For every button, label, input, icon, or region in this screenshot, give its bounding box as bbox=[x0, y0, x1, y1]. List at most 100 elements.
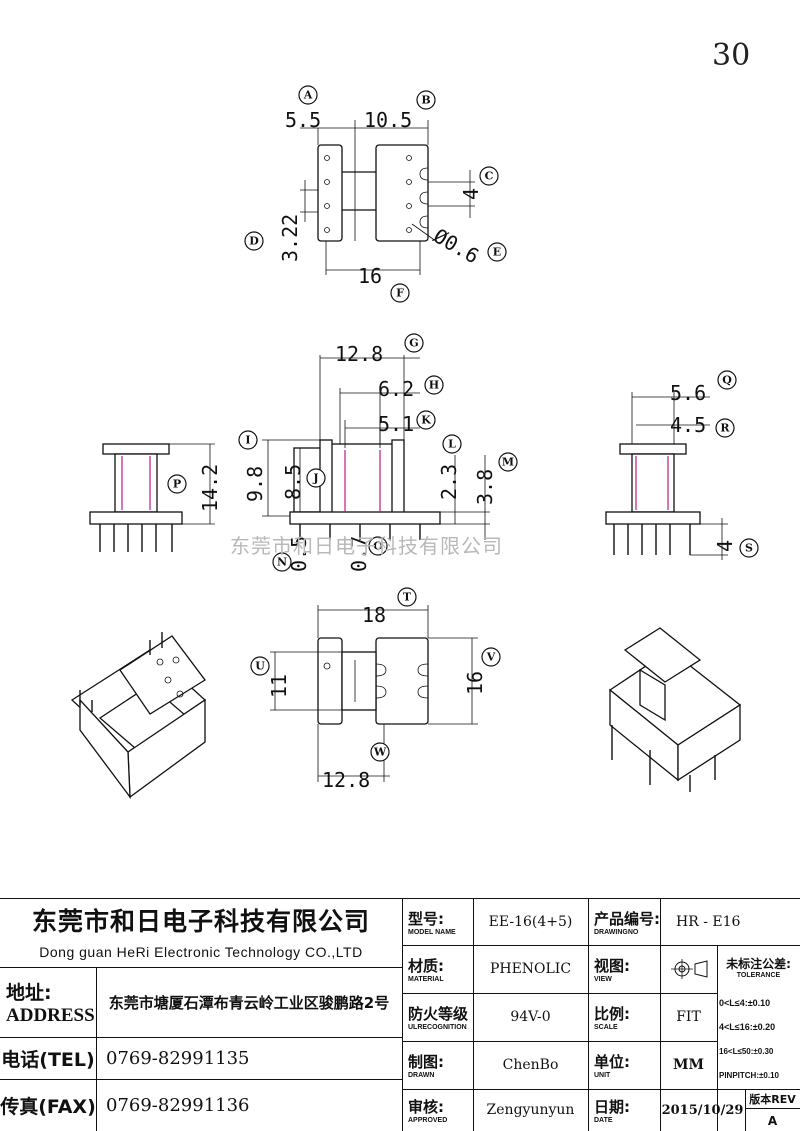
front-view: 12.8 6.2 5.1 9.8 8.5 2.3 3.8 0.5 0.7 bbox=[243, 342, 497, 572]
callout-c: C bbox=[479, 166, 499, 186]
unit-label: 单位:UNIT bbox=[594, 1053, 630, 1079]
dim-4-top: 4 bbox=[459, 188, 483, 200]
callout-g: G bbox=[404, 333, 424, 353]
ul-value: 94V-0 bbox=[510, 1009, 551, 1025]
drawn-label: 制图:DRAWN bbox=[408, 1053, 444, 1079]
scale-label: 比例:SCALE bbox=[594, 1005, 630, 1031]
company-name-en: Dong guan HeRi Electronic Technology CO.… bbox=[39, 944, 363, 960]
dim-8-5: 8.5 bbox=[281, 464, 305, 500]
drawn-value: ChenBo bbox=[502, 1057, 559, 1073]
callout-q: Q bbox=[717, 370, 737, 390]
callout-p: P bbox=[167, 474, 187, 494]
svg-text:I: I bbox=[245, 434, 250, 447]
watermark: 东莞市和日电子科技有限公司 bbox=[230, 534, 503, 558]
callout-j: J bbox=[306, 468, 326, 488]
callout-f: F bbox=[390, 283, 410, 303]
callout-i: I bbox=[238, 430, 258, 450]
callout-t: T bbox=[397, 587, 417, 607]
callout-w: W bbox=[370, 742, 390, 762]
view-label: 视图:VIEW bbox=[594, 957, 630, 983]
date-label: 日期:DATE bbox=[594, 1098, 630, 1124]
dim-18: 18 bbox=[362, 603, 386, 627]
callout-a: A bbox=[298, 85, 318, 105]
callout-b: B bbox=[416, 90, 436, 110]
isometric-view-right bbox=[608, 627, 742, 792]
svg-text:W: W bbox=[373, 746, 387, 759]
drawingno-label: 产品编号:DRAWINGNO bbox=[594, 910, 660, 936]
approved-value: Zengyunyun bbox=[486, 1102, 575, 1118]
svg-text:T: T bbox=[403, 591, 412, 604]
dim-12-8: 12.8 bbox=[335, 342, 383, 366]
model-label: 型号:MODEL NAME bbox=[408, 910, 456, 936]
svg-text:F: F bbox=[396, 287, 404, 300]
svg-text:M: M bbox=[502, 456, 514, 469]
dim-3-8: 3.8 bbox=[473, 469, 497, 505]
svg-text:Q: Q bbox=[722, 374, 732, 387]
callout-h: H bbox=[424, 375, 444, 395]
dim-2-3: 2.3 bbox=[437, 464, 461, 500]
tolerance-header: 未标注公差: TOLERANCE bbox=[726, 957, 791, 979]
left-side-view: 14.2 bbox=[89, 443, 222, 552]
material-label: 材质:MATERIAL bbox=[408, 957, 444, 983]
svg-text:C: C bbox=[485, 170, 494, 183]
dim-6-2: 6.2 bbox=[378, 377, 414, 401]
address-value: 东莞市塘厦石潭布青云岭工业区骏鹏路2号 bbox=[108, 993, 390, 1012]
date-value: 2015/10/29 bbox=[661, 1102, 744, 1118]
tolerance-row-3: 16<L≤50:±0.30 bbox=[719, 1046, 774, 1056]
drawingno-value: HR - E16 bbox=[676, 914, 741, 930]
fax-value: 0769-82991136 bbox=[106, 1094, 250, 1116]
svg-text:A: A bbox=[303, 89, 313, 102]
callout-m: M bbox=[498, 452, 518, 472]
svg-text:U: U bbox=[255, 660, 265, 673]
model-value: EE-16(4+5) bbox=[488, 914, 573, 930]
revision-label: 版本REV bbox=[745, 1089, 800, 1109]
svg-text:L: L bbox=[448, 438, 456, 451]
dim-12-8-bottom: 12.8 bbox=[322, 768, 370, 792]
svg-text:H: H bbox=[429, 379, 439, 392]
dim-4-5: 4.5 bbox=[670, 413, 706, 437]
company-name-cn: 东莞市和日电子科技有限公司 bbox=[31, 907, 370, 936]
svg-text:S: S bbox=[745, 542, 753, 555]
svg-text:O: O bbox=[373, 540, 383, 553]
svg-text:R: R bbox=[720, 422, 730, 435]
unit-value: MM bbox=[673, 1057, 704, 1073]
dim-10-5: 10.5 bbox=[364, 108, 412, 132]
bottom-view: 18 11 16 12.8 bbox=[267, 603, 487, 792]
callout-o: O bbox=[368, 536, 388, 556]
callout-labels: A B C D E F G H I J K L M N O P Q R S T … bbox=[167, 85, 759, 762]
tolerance-row-1: 0<L≤4:±0.10 bbox=[719, 998, 771, 1008]
dim-0-5: 0.5 bbox=[287, 536, 311, 572]
dim-16-bottom: 16 bbox=[463, 671, 487, 695]
dim-0-7: 0.7 bbox=[347, 536, 371, 572]
technical-drawing: 5.5 10.5 16 4 3.22 Ø0.6 12.8 6.2 5.1 9.8… bbox=[70, 85, 759, 800]
callout-r: R bbox=[715, 418, 735, 438]
svg-text:P: P bbox=[173, 478, 181, 491]
right-side-view: 5.6 4.5 4 bbox=[605, 381, 737, 560]
dim-5-1: 5.1 bbox=[378, 412, 414, 436]
dim-11: 11 bbox=[267, 674, 291, 698]
callout-s: S bbox=[739, 538, 759, 558]
address-label-en: ADDRESS bbox=[6, 1004, 95, 1026]
dim-4-side: 4 bbox=[713, 540, 737, 552]
dim-9-8: 9.8 bbox=[243, 466, 267, 502]
svg-text:K: K bbox=[421, 414, 431, 427]
dim-dia-0-6: Ø0.6 bbox=[430, 224, 484, 269]
callout-n: N bbox=[272, 552, 292, 572]
top-view: 5.5 10.5 16 4 3.22 Ø0.6 bbox=[278, 108, 483, 288]
scale-value: FIT bbox=[676, 1009, 701, 1025]
material-value: PHENOLIC bbox=[489, 961, 572, 977]
dim-14-2: 14.2 bbox=[198, 464, 222, 512]
callout-e: E bbox=[487, 242, 507, 262]
fax-label: 传真(FAX) bbox=[0, 1095, 96, 1118]
callout-d: D bbox=[244, 231, 264, 251]
address-label: 地址: ADDRESS bbox=[0, 967, 96, 1037]
tel-value: 0769-82991135 bbox=[106, 1047, 250, 1069]
address-label-cn: 地址: bbox=[6, 981, 52, 1004]
page-number: 30 bbox=[712, 38, 751, 73]
svg-text:G: G bbox=[409, 337, 418, 350]
dim-5-5: 5.5 bbox=[285, 108, 321, 132]
callout-l: L bbox=[442, 434, 462, 454]
tolerance-row-2: 4<L≤16:±0.20 bbox=[719, 1022, 776, 1032]
revision-value: A bbox=[767, 1113, 778, 1128]
